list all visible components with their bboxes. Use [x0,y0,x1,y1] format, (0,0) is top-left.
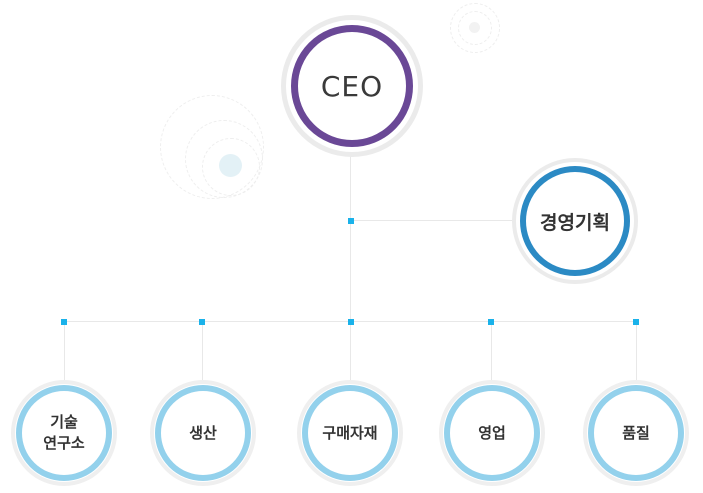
node-production-label: 생산 [189,423,217,442]
connector-dept-5 [636,321,637,383]
connector-dot-dept-3 [348,319,354,325]
decorative-circle-fill [219,154,242,177]
decorative-circle-inner [202,138,260,196]
connector-dept-2 [202,321,203,383]
decorative-circle-small-fill [469,22,480,33]
decorative-circle-small-mid [458,11,492,45]
connector-staff-horizontal [350,220,515,221]
node-ceo-label: CEO [320,69,384,103]
node-purchasing-label: 구매자재 [322,423,378,442]
connector-dept-4 [491,321,492,383]
ceo-ring: CEO [291,25,413,147]
rnd-center-ring: 기술 연구소 [16,385,112,481]
node-sales-label: 영업 [478,423,506,442]
decorative-circle-mid [185,120,263,198]
management-planning-ring: 경영기획 [520,166,630,276]
node-quality: 품질 [583,380,689,486]
connector-dept-1 [64,321,65,383]
node-sales: 영업 [439,380,545,486]
connector-ceo-vertical [350,155,351,385]
connector-dot-dept-2 [199,319,205,325]
sales-ring: 영업 [444,385,540,481]
connector-dot-dept-5 [633,319,639,325]
node-quality-label: 품질 [622,423,650,442]
node-purchasing: 구매자재 [297,380,403,486]
node-rnd-center-label: 기술 연구소 [43,413,85,452]
node-rnd-center: 기술 연구소 [11,380,117,486]
purchasing-ring: 구매자재 [302,385,398,481]
connector-dot-staff [348,218,354,224]
production-ring: 생산 [155,385,251,481]
node-ceo: CEO [281,15,423,157]
node-production: 생산 [150,380,256,486]
node-management-planning-label: 경영기획 [540,211,610,234]
connector-dot-dept-1 [61,319,67,325]
connector-dot-dept-4 [488,319,494,325]
decorative-circle-small-outer [450,3,500,53]
node-management-planning: 경영기획 [512,158,638,284]
decorative-circle-outer [160,95,264,199]
quality-ring: 품질 [588,385,684,481]
